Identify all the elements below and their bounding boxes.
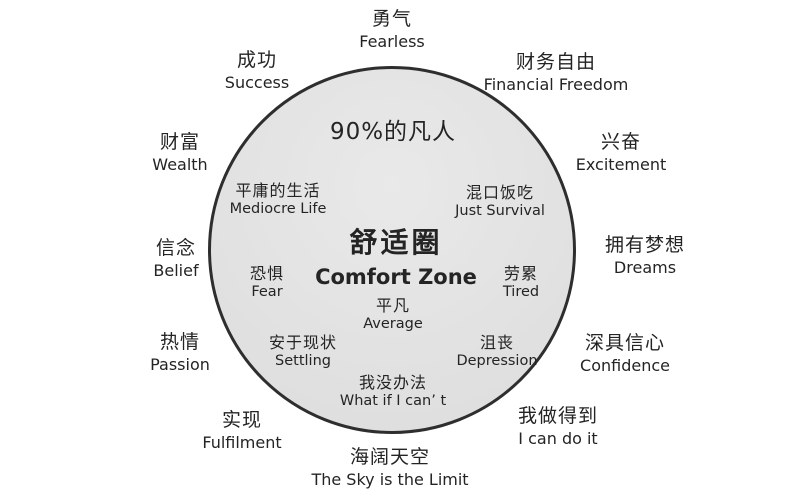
label-en: Excitement <box>575 154 667 174</box>
label-zh: 平庸的生活 <box>235 181 321 200</box>
label-zh: 海阔天空 <box>349 446 430 468</box>
label-en: Fearless <box>359 31 425 51</box>
title-zh: 舒适圈 <box>349 226 443 259</box>
label-en: Average <box>363 316 423 333</box>
outside-label-dreams: 拥有梦想 Dreams <box>605 234 685 277</box>
label-zh: 我做得到 <box>517 405 599 427</box>
label-en: Passion <box>150 354 210 374</box>
outside-label-success: 成功 Success <box>225 49 289 92</box>
label-zh: 财务自由 <box>515 51 597 73</box>
label-zh: 热情 <box>159 331 200 353</box>
outside-label-fearless: 勇气 Fearless <box>359 8 425 51</box>
label-en: Financial Freedom <box>483 74 629 94</box>
label-en: The Sky is the Limit <box>311 469 469 489</box>
label-zh: 成功 <box>236 49 277 71</box>
inside-label-mediocre-life: 平庸的生活 Mediocre Life <box>230 181 327 219</box>
inside-label-just-survival: 混口饭吃 Just Survival <box>455 183 545 221</box>
label-zh: 实现 <box>221 409 262 431</box>
headline-90-percent: 90%的凡人 <box>329 119 457 145</box>
label-en: Depression <box>456 353 538 370</box>
label-zh: 劳累 <box>503 264 538 283</box>
label-zh: 混口饭吃 <box>465 183 534 202</box>
title-en: Comfort Zone <box>315 265 477 289</box>
label-zh: 财富 <box>159 131 201 153</box>
outside-label-fulfilment: 实现 Fulfilment <box>202 409 281 452</box>
label-en: Belief <box>153 260 199 280</box>
label-en: I can do it <box>518 428 598 448</box>
comfort-zone-circle <box>208 66 576 434</box>
label-zh: 安于现状 <box>268 333 338 352</box>
label-en: Just Survival <box>455 203 545 220</box>
outside-label-wealth: 财富 Wealth <box>152 131 207 174</box>
comfort-zone-title: 舒适圈 Comfort Zone <box>315 221 477 289</box>
label-zh: 勇气 <box>371 8 413 30</box>
label-en: Settling <box>275 353 331 370</box>
outside-label-passion: 热情 Passion <box>150 331 210 374</box>
outside-label-i-can-do-it: 我做得到 I can do it <box>518 405 598 448</box>
label-zh: 兴奋 <box>600 131 641 153</box>
label-zh: 拥有梦想 <box>604 234 686 256</box>
label-en: Mediocre Life <box>229 201 327 218</box>
label-zh: 信念 <box>155 237 196 259</box>
outside-label-financial-freedom: 财务自由 Financial Freedom <box>484 51 629 94</box>
outside-label-sky-is-the-limit: 海阔天空 The Sky is the Limit <box>311 446 468 489</box>
label-zh: 沮丧 <box>479 333 514 352</box>
outside-label-excitement: 兴奋 Excitement <box>576 131 667 174</box>
label-en: Fear <box>251 284 283 301</box>
label-en: Confidence <box>580 355 670 375</box>
inside-label-average: 平凡 Average <box>363 296 423 334</box>
label-zh: 恐惧 <box>249 264 285 283</box>
inside-label-what-if-i-cant: 我没办法 What if I can’ t <box>340 373 446 411</box>
inside-label-settling: 安于现状 Settling <box>269 333 337 371</box>
label-zh: 深具信心 <box>584 332 665 354</box>
inside-label-fear: 恐惧 Fear <box>250 264 284 302</box>
label-en: Tired <box>502 284 540 301</box>
label-zh: 我没办法 <box>358 373 428 392</box>
label-en: Wealth <box>152 154 208 174</box>
label-en: Dreams <box>613 257 677 277</box>
label-en: Fulfilment <box>202 432 282 452</box>
inside-label-tired: 劳累 Tired <box>503 264 539 302</box>
label-zh: 平凡 <box>375 296 411 315</box>
outside-label-belief: 信念 Belief <box>153 237 198 280</box>
outside-label-confidence: 深具信心 Confidence <box>580 332 670 375</box>
inside-label-depression: 沮丧 Depression <box>456 333 537 371</box>
label-en: Success <box>224 72 290 92</box>
label-en: What if I can’ t <box>339 393 447 410</box>
